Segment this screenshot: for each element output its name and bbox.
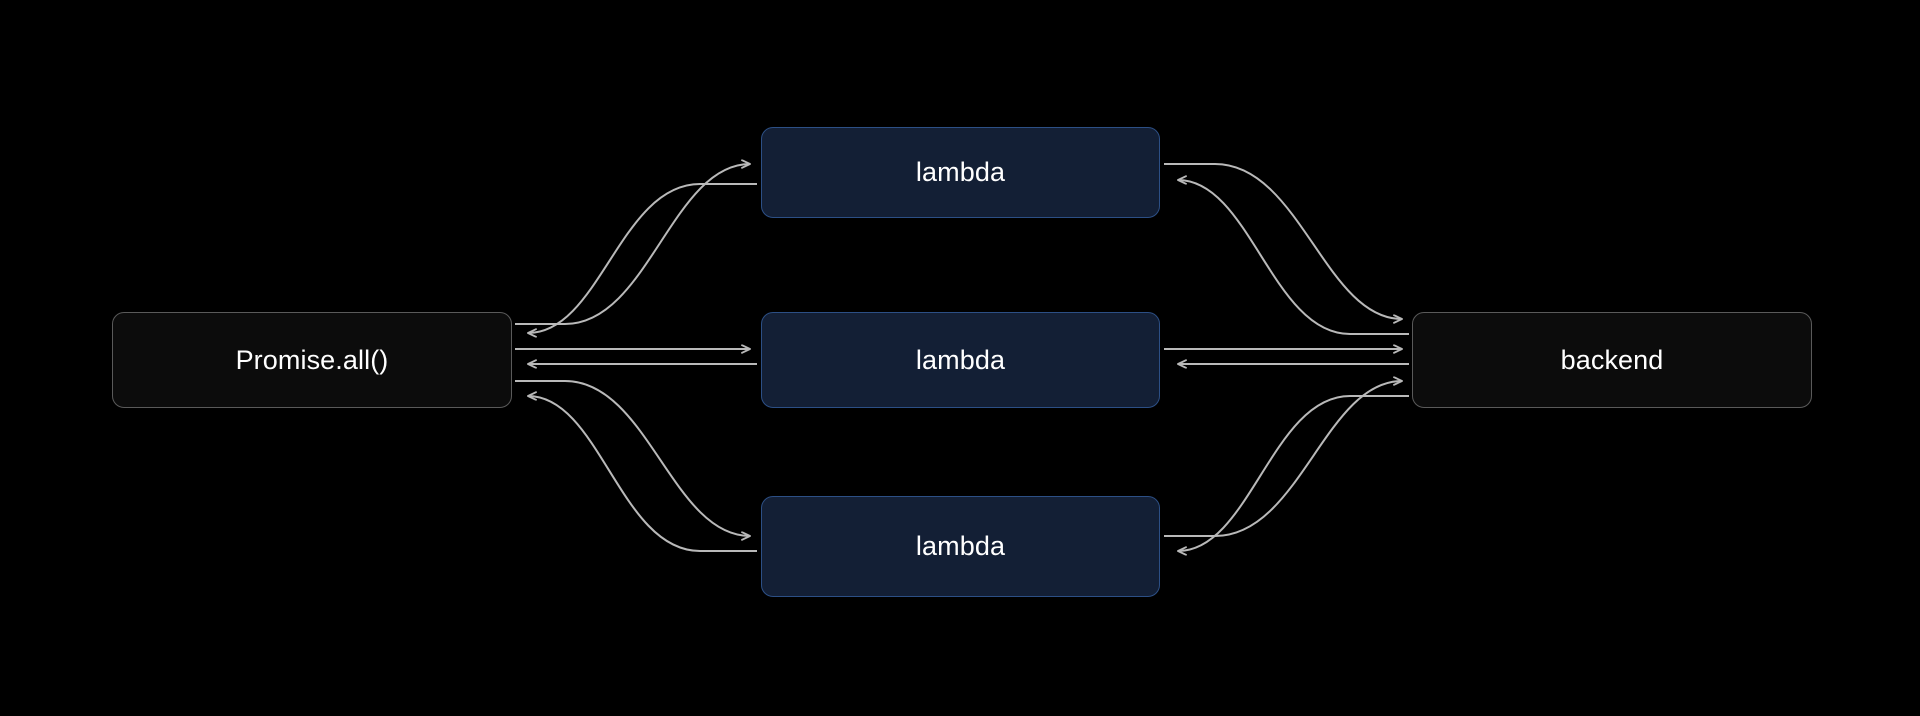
node-promise-all[interactable]: Promise.all() <box>112 312 512 408</box>
edge-lambda-top-to-backend <box>1164 163 1402 319</box>
node-promise-all-label: Promise.all() <box>235 344 389 375</box>
edge-promise-to-lambda-bottom <box>515 380 750 536</box>
node-lambda-middle[interactable]: lambda <box>761 312 1160 408</box>
edge-promise-to-lambda-top <box>515 164 750 325</box>
edge-backend-to-lambda-bottom <box>1178 395 1409 551</box>
edge-backend-to-lambda-top <box>1178 180 1409 335</box>
node-lambda-top-label: lambda <box>915 157 1006 187</box>
node-lambda-middle-label: lambda <box>915 344 1006 375</box>
edge-lambda-bottom-to-backend <box>1164 381 1402 537</box>
node-lambda-bottom[interactable]: lambda <box>761 496 1160 597</box>
node-lambda-bottom-label: lambda <box>915 531 1006 561</box>
edge-lambda-bottom-to-promise <box>528 396 757 552</box>
edge-lambda-top-to-promise <box>528 183 757 333</box>
node-backend[interactable]: backend <box>1412 312 1812 408</box>
node-lambda-top[interactable]: lambda <box>761 127 1160 218</box>
node-backend-label: backend <box>1560 344 1664 375</box>
